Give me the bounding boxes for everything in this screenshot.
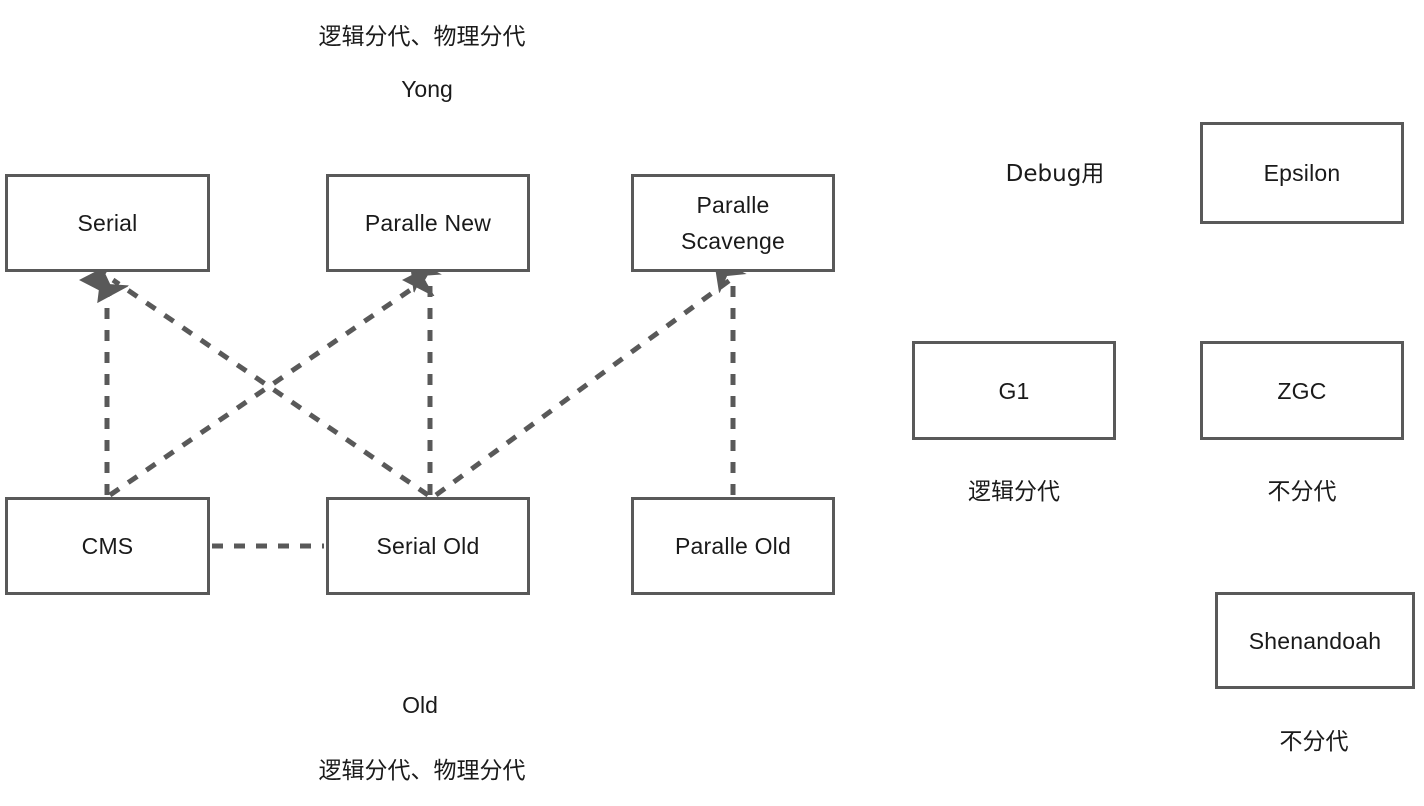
old-generation-caption: Old [402,692,438,718]
node-cms-label: CMS [81,533,134,559]
zgc-generational-note: 不分代 [1267,479,1337,505]
node-g1-label: G1 [998,377,1030,404]
node-paralle-new[interactable]: Paralle New [326,174,530,272]
node-zgc-label: ZGC [1277,377,1327,404]
node-serial-old[interactable]: Serial Old [326,497,530,595]
edge-serial-old-paralle-scavenge [434,280,730,498]
node-epsilon[interactable]: Epsilon [1200,122,1404,224]
g1-generational-note: 逻辑分代 [968,479,1060,505]
node-serial-label: Serial [77,210,138,236]
edge-serial-old-serial [113,280,430,498]
node-paralle-scavenge-label: Paralle Scavenge [681,192,785,254]
node-cms[interactable]: CMS [5,497,210,595]
node-zgc[interactable]: ZGC [1200,341,1404,440]
node-shenandoah[interactable]: Shenandoah [1215,592,1415,689]
node-paralle-old[interactable]: Paralle Old [631,497,835,595]
node-epsilon-label: Epsilon [1263,160,1341,186]
node-serial-old-label: Serial Old [376,533,480,559]
node-g1[interactable]: G1 [912,341,1116,440]
edge-cms-paralle-new [108,280,425,498]
node-paralle-new-label: Paralle New [364,210,492,236]
node-shenandoah-label: Shenandoah [1248,627,1382,654]
node-paralle-old-label: Paralle Old [675,533,791,559]
bottom-generational-caption: 逻辑分代、物理分代 [318,758,526,784]
debug-caption: Debug用 [1005,161,1105,187]
young-generation-caption: Yong [401,76,453,102]
node-serial[interactable]: Serial [5,174,210,272]
node-paralle-scavenge[interactable]: Paralle Scavenge [631,174,835,272]
shenandoah-generational-note: 不分代 [1279,729,1349,755]
top-generational-caption: 逻辑分代、物理分代 [318,24,526,50]
